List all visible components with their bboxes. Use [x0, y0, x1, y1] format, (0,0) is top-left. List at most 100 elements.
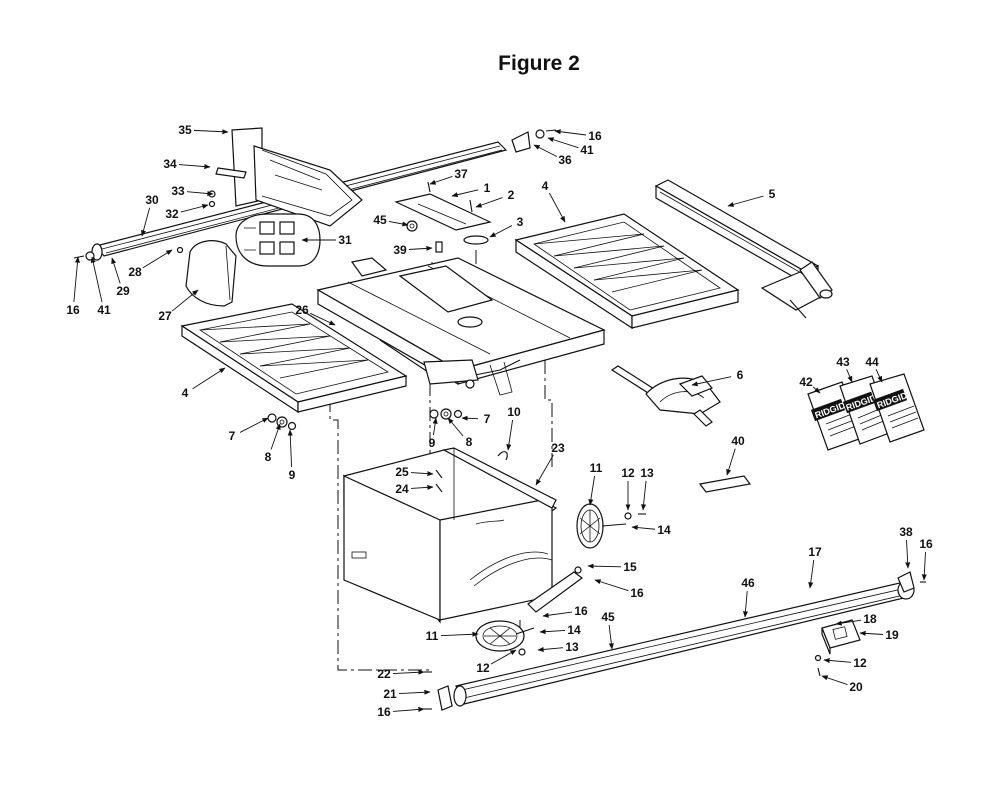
part-number: 28 [128, 265, 142, 279]
part-number: 10 [507, 405, 521, 419]
leader-arrow [193, 129, 229, 135]
throat-plate-1 [394, 181, 492, 253]
leader-arrow [392, 669, 425, 675]
part-number: 8 [466, 435, 473, 449]
leader-arrow [808, 559, 815, 589]
part-number: 9 [289, 468, 296, 482]
leader-arrow [429, 176, 453, 185]
callout-45: 45 [601, 610, 615, 650]
leader-arrow [192, 367, 226, 390]
callout-17: 17 [808, 545, 822, 589]
part-number: 25 [395, 465, 409, 479]
table-top [316, 257, 606, 386]
callout-5: 5 [727, 187, 776, 207]
leader-arrow [812, 386, 821, 394]
leader-arrow [846, 369, 853, 383]
leader-arrow [73, 256, 80, 303]
manual-44: RIDGID [869, 373, 925, 443]
part-number: 12 [621, 466, 635, 480]
plate-40 [698, 475, 752, 493]
callout-1: 1 [451, 181, 491, 198]
callout-29: 29 [111, 257, 130, 298]
callout-9: 9 [287, 429, 296, 482]
part-number: 24 [395, 482, 409, 496]
callout-35: 35 [178, 123, 229, 137]
part-number: 14 [657, 523, 671, 537]
leader-arrow [287, 429, 293, 468]
callout-23: 23 [535, 441, 565, 486]
part-number: 42 [799, 375, 813, 389]
part-number: 1 [484, 181, 491, 195]
part-number: 7 [484, 412, 491, 426]
callout-12: 12 [476, 649, 517, 675]
callout-13: 13 [640, 466, 654, 511]
leader-arrow [490, 649, 517, 665]
callout-9: 9 [429, 417, 438, 450]
part-number: 20 [849, 680, 863, 694]
leader-arrow [588, 475, 596, 506]
callout-11: 11 [588, 461, 603, 506]
callout-8: 8 [447, 417, 473, 449]
callout-46: 46 [741, 576, 755, 618]
leader-arrow [823, 657, 852, 663]
callout-2: 2 [475, 188, 515, 208]
leader-arrow [410, 484, 434, 490]
callout-38: 38 [899, 525, 913, 569]
leader-arrow [410, 471, 434, 477]
part-number: 16 [574, 604, 588, 618]
part-number: 16 [630, 586, 644, 600]
part-number: 34 [163, 157, 177, 171]
callout-18: 18 [835, 612, 877, 626]
callout-22: 22 [377, 667, 425, 681]
cabinet-23 [342, 447, 558, 624]
part-number: 13 [640, 466, 654, 480]
leader-arrow [475, 197, 503, 208]
callout-27: 27 [158, 289, 199, 323]
manual-42: RIDGID [807, 381, 863, 451]
leader-arrow [859, 630, 884, 636]
blade-guard-35 [215, 127, 363, 227]
callout-36: 36 [533, 144, 572, 167]
callout-34: 34 [163, 157, 211, 171]
callout-41: 41 [547, 137, 594, 157]
callout-4: 4 [542, 179, 566, 223]
callout-31: 31 [301, 233, 352, 247]
leader-arrow [608, 624, 614, 650]
part-number: 30 [145, 193, 159, 207]
callout-24: 24 [395, 482, 434, 496]
leader-arrow [547, 137, 579, 149]
leader-arrow [506, 419, 514, 451]
part-number: 45 [601, 610, 615, 624]
part-number: 45 [373, 213, 387, 227]
part-number: 43 [836, 355, 850, 369]
part-number: 16 [377, 705, 391, 719]
callout-7: 7 [229, 417, 269, 443]
callout-41: 41 [90, 256, 111, 317]
callout-42: 42 [799, 375, 821, 394]
part-number: 18 [863, 612, 877, 626]
leader-arrow [641, 480, 647, 511]
manuals-42-43-44: RIDGID RIDGID RIDGID [807, 373, 925, 451]
leader-arrow [239, 417, 269, 433]
part-number: 39 [393, 243, 407, 257]
part-number: 13 [565, 640, 579, 654]
part-number: 41 [97, 303, 111, 317]
callout-44: 44 [865, 355, 883, 383]
callout-39: 39 [393, 243, 433, 257]
leader-arrow [631, 525, 656, 531]
extension-wing-right-4 [514, 213, 740, 330]
leader-arrow [742, 590, 748, 618]
callout-16: 16 [66, 256, 80, 317]
leader-arrow [180, 203, 209, 213]
part-number: 19 [885, 628, 899, 642]
leader-arrow [142, 249, 173, 269]
leader-arrow [821, 675, 848, 685]
part-number: 11 [590, 461, 603, 475]
leader-arrow [535, 454, 554, 486]
leader-arrow [489, 225, 513, 238]
part-number: 14 [567, 623, 581, 637]
callout-12: 12 [621, 466, 635, 511]
leader-arrow [548, 192, 566, 223]
leader-arrow [447, 417, 464, 437]
